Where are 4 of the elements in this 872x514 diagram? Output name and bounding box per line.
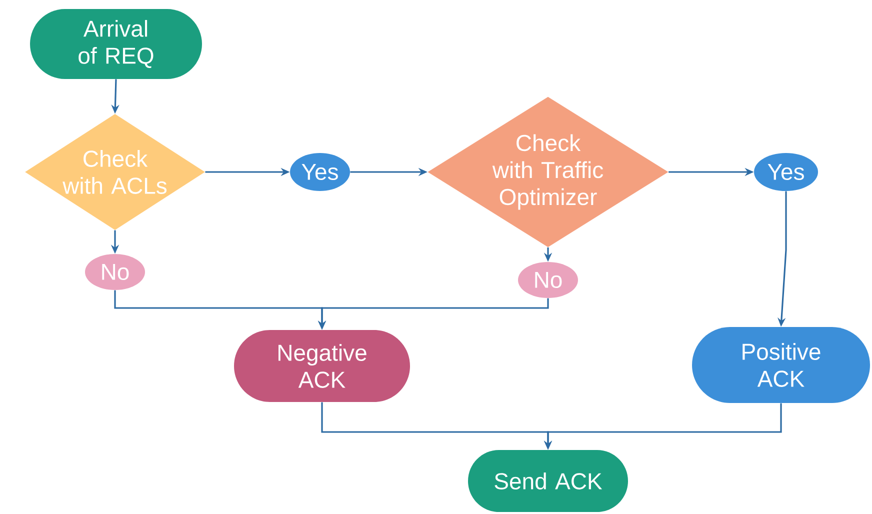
start-terminal: Arrival of REQ bbox=[30, 9, 202, 79]
end-terminal: Send ACK bbox=[468, 450, 628, 512]
result-terminal: Positive ACK bbox=[692, 327, 870, 403]
result-terminal: Negative ACK bbox=[234, 330, 410, 402]
